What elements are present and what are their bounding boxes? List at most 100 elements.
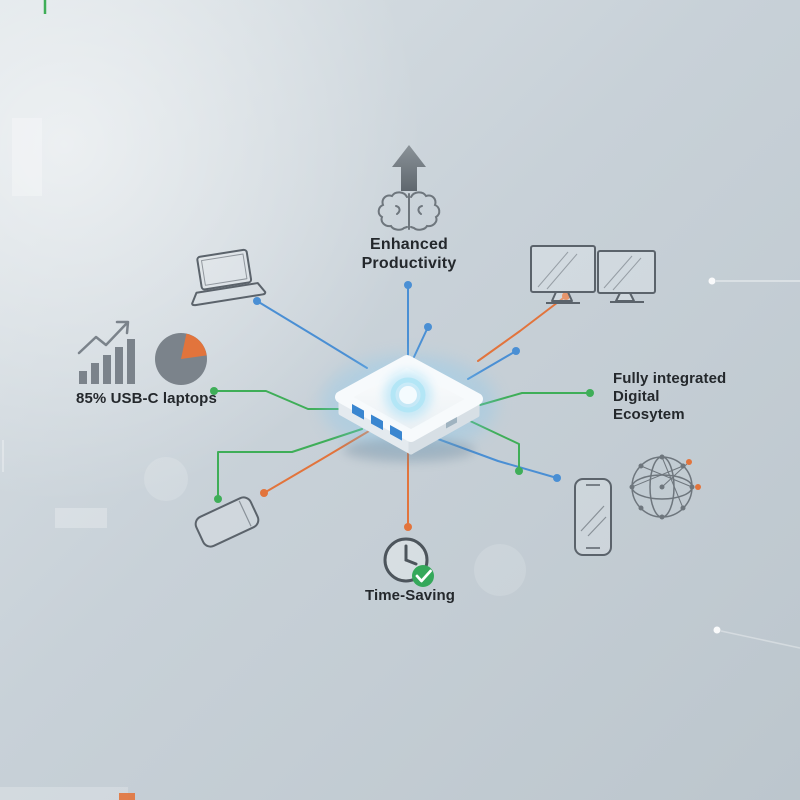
network-node xyxy=(680,505,686,511)
brain-detail xyxy=(395,205,401,215)
connector-dot-green xyxy=(210,387,218,395)
pie-chart-icon xyxy=(155,333,207,385)
monitor-right-screen xyxy=(597,250,656,294)
connector-dot-green xyxy=(586,389,594,397)
background-accent-orange-tick xyxy=(119,793,135,800)
bar xyxy=(115,347,123,384)
background-accent-dot xyxy=(708,277,716,285)
connector-dot-blue xyxy=(553,474,561,482)
arrow-up-icon xyxy=(392,145,426,191)
ecosystem-label-line1: Fully integrated xyxy=(613,370,726,387)
brain-left-half xyxy=(377,191,408,231)
connector-dot-blue xyxy=(424,323,432,331)
laptop-screen-inner xyxy=(201,253,248,286)
productivity-label-line1: Enhanced xyxy=(370,236,448,253)
brain-icon xyxy=(377,191,441,231)
hub-usbc-port xyxy=(446,417,457,429)
pie-slice-orange xyxy=(181,333,207,359)
bar xyxy=(79,371,87,384)
laptop-base xyxy=(191,282,267,307)
background-accent-dot xyxy=(713,626,721,634)
trend-arrow-head xyxy=(115,320,130,335)
bar xyxy=(103,355,111,384)
clock-hour-hand xyxy=(404,558,418,566)
connector-dot-blue xyxy=(253,297,261,305)
trend-arrow xyxy=(77,321,129,355)
network-node xyxy=(689,484,695,490)
phone-screen-divider xyxy=(238,500,252,527)
monitor-reflection xyxy=(546,253,578,290)
phone-reflection xyxy=(580,505,605,532)
network-node xyxy=(638,505,644,511)
hub-usb-port xyxy=(352,404,364,420)
background-accent-rect xyxy=(12,118,42,196)
hub-usb-port xyxy=(371,414,383,431)
monitor-reflection xyxy=(603,255,633,289)
monitor-reflection xyxy=(612,257,642,291)
bar xyxy=(91,363,99,384)
network-nodes xyxy=(629,454,695,520)
hub-ring-center xyxy=(399,386,417,404)
monitor-reflection xyxy=(537,251,569,288)
background-accent-circle xyxy=(474,544,526,596)
globe-chord xyxy=(640,465,693,488)
line-laptop-to-hub xyxy=(256,300,368,369)
connector-dot-green xyxy=(214,495,222,503)
check-badge xyxy=(412,565,434,587)
ecosystem-label-line2: Digital xyxy=(613,388,660,405)
laptop-icon xyxy=(191,248,267,307)
hub-power-ring xyxy=(390,377,426,413)
bar xyxy=(127,339,135,384)
monitor-left-screen xyxy=(530,245,596,293)
network-node xyxy=(659,514,665,520)
ecosystem-label-line3: Ecosytem xyxy=(613,406,685,423)
stats-group: 85% USB-C laptops xyxy=(76,320,217,407)
connector-dot-blue xyxy=(404,281,412,289)
laptop-screen xyxy=(196,248,253,291)
smartphone-icon xyxy=(574,478,612,556)
productivity-label-line2: Productivity xyxy=(362,255,457,272)
phone-body xyxy=(194,496,260,548)
network-node xyxy=(638,463,644,469)
monitor-right-stand xyxy=(615,292,635,302)
globe-chord xyxy=(631,465,684,488)
line-monitors-to-hub xyxy=(477,295,567,362)
laptops-stat-label: 85% USB-C laptops xyxy=(76,390,217,407)
hub-device xyxy=(321,354,497,462)
check-icon xyxy=(415,569,432,583)
monitor-left-stand xyxy=(551,291,573,302)
ecosystem-group: Fully integrated Digital Ecosytem xyxy=(613,370,726,520)
background-accent-circle xyxy=(144,457,188,501)
phone-reflection xyxy=(587,516,607,537)
productivity-group: Enhanced Productivity xyxy=(362,145,457,272)
connector-dots xyxy=(210,281,594,531)
background-accent-line xyxy=(720,630,800,649)
smartphone-tilted-icon xyxy=(194,496,260,548)
hub-usb-port xyxy=(390,425,402,441)
connector-dot-orange xyxy=(260,489,268,497)
globe-chord xyxy=(661,456,684,509)
connector-dot-green xyxy=(515,467,523,475)
line-hub-to-tilted-phone xyxy=(217,428,363,498)
network-node xyxy=(659,484,665,490)
brain-right-half xyxy=(410,191,441,231)
background-accent-rect xyxy=(55,508,107,528)
time-saving-group: Time-Saving xyxy=(365,537,455,604)
line-hub-upper-stub xyxy=(413,326,429,358)
phone-body xyxy=(574,478,612,556)
network-node xyxy=(629,484,635,490)
background-accent-strip xyxy=(0,787,128,800)
bar-chart-icon xyxy=(77,320,135,384)
time-saving-label: Time-Saving xyxy=(365,587,455,604)
dual-monitors-icon xyxy=(530,245,656,304)
brain-detail xyxy=(417,205,423,215)
network-node-orange xyxy=(695,484,701,490)
network-node-orange xyxy=(686,459,692,465)
connector-dot-orange xyxy=(404,523,412,531)
network-node xyxy=(680,463,686,469)
connector-dot-blue xyxy=(512,347,520,355)
network-node xyxy=(659,454,665,460)
